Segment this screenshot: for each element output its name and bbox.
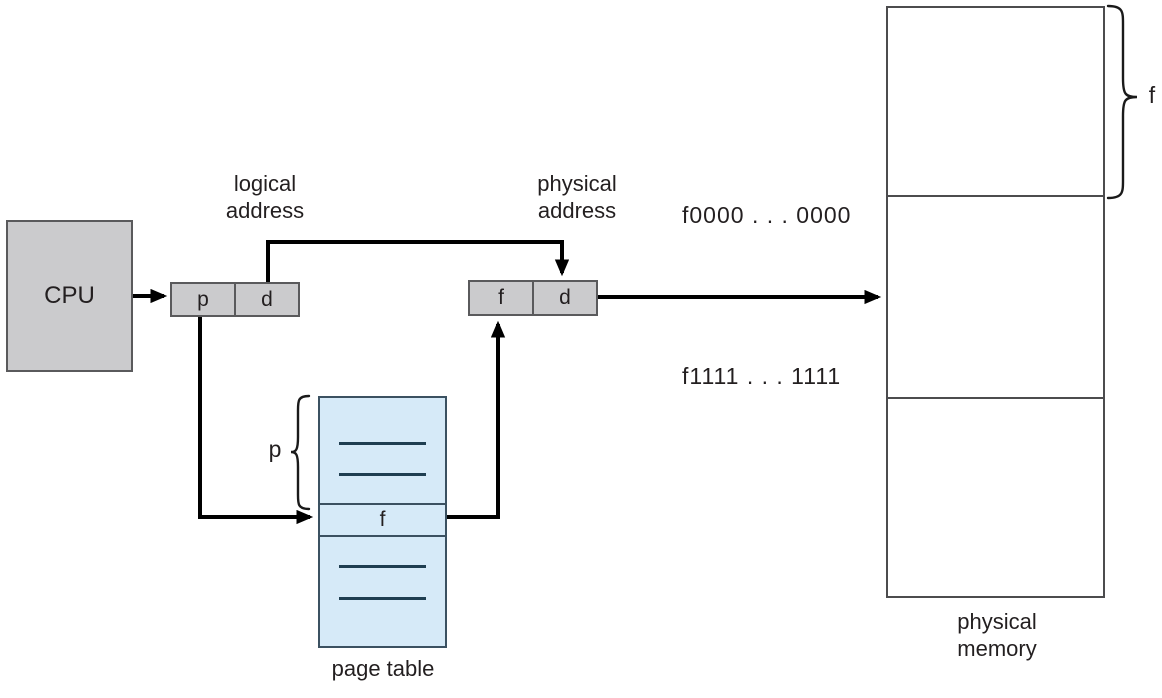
- memory-frame-brace-label: f: [1148, 82, 1156, 108]
- physical-memory-caption-line2: memory: [957, 636, 1037, 661]
- arrow-p-to-page-table: [198, 316, 314, 525]
- logical-address-caption: logical address: [185, 170, 345, 224]
- physical-memory-caption-line1: physical: [957, 609, 1037, 634]
- page-table-brace-label: p: [268, 436, 282, 462]
- physical-address-f-cell: f: [498, 286, 504, 309]
- physical-address-box: f d: [468, 280, 598, 316]
- page-table-entry-line: [339, 442, 426, 445]
- memory-frame-divider: [888, 397, 1103, 399]
- logical-address-d-cell: d: [234, 284, 298, 315]
- memory-frame-divider: [888, 195, 1103, 197]
- page-table-entry-line: [339, 473, 426, 476]
- memory-frame-start-address: f0000 . . . 0000: [682, 202, 852, 228]
- logical-address-box: p d: [170, 282, 300, 317]
- arrow-page-table-to-frame-field: [447, 320, 506, 519]
- page-table-entry-line: [339, 565, 426, 568]
- physical-address-caption-line2: address: [537, 198, 617, 223]
- page-table-entry-line: [339, 597, 426, 600]
- physical-memory-caption: physical memory: [917, 608, 1077, 662]
- memory-frame-end-address: f1111 . . . 1111: [682, 363, 842, 389]
- physical-address-caption-line1: physical: [537, 171, 617, 196]
- page-table-box: f: [318, 396, 447, 648]
- page-table-entry-value: f: [379, 508, 386, 531]
- arrow-logical-to-physical-address: [266, 240, 570, 283]
- logical-address-p-cell: p: [197, 287, 209, 311]
- physical-address-caption: physical address: [497, 170, 657, 224]
- logical-address-caption-line1: logical: [233, 171, 297, 196]
- memory-frame-brace: [1106, 4, 1138, 200]
- page-table-index-brace: [290, 394, 311, 511]
- cpu-label: CPU: [44, 282, 95, 309]
- cpu-box: CPU: [6, 220, 133, 372]
- page-table-entry-row: f: [320, 503, 445, 537]
- physical-address-d-cell: d: [532, 282, 596, 314]
- logical-address-caption-line2: address: [225, 198, 305, 223]
- page-table-caption: page table: [331, 656, 435, 681]
- physical-memory-box: [886, 6, 1105, 598]
